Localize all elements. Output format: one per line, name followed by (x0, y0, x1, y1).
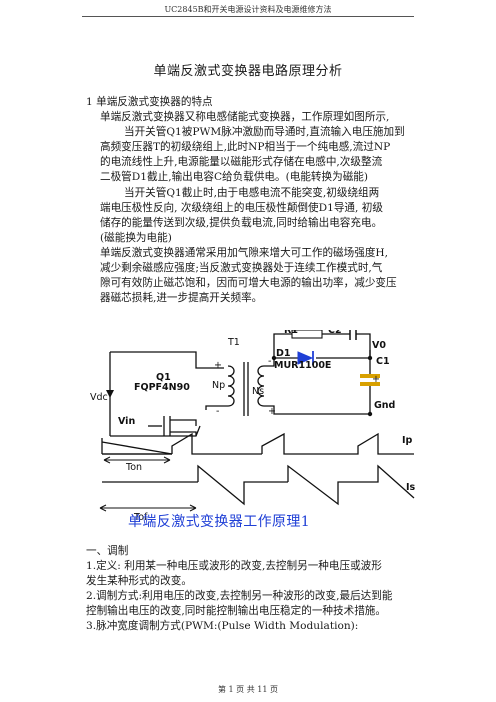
label-plus-primary: + (214, 360, 222, 371)
paragraph-line: 3.脉冲宽度调制方式(PWM:(Pulse Width Modulation): (86, 620, 359, 632)
label-d1: D1 (276, 348, 291, 359)
label-t1: T1 (227, 337, 240, 348)
label-d1-part: MUR1100E (274, 360, 331, 371)
paragraph-line: 二极管D1截止,输出电容C给负载供电。(电能转换为磁能) (100, 171, 369, 183)
toff-arrow (99, 504, 197, 512)
capacitor-c1-icon (360, 374, 380, 386)
label-c2: C2 (328, 330, 342, 336)
label-ton: Ton (125, 462, 142, 473)
paragraph-line: 高频变压器T的初级绕组上,此时NP相当于一个纯电感,流过NP (100, 141, 391, 153)
section2-heading: 一、调制 (86, 545, 129, 557)
label-q1: Q1 (156, 372, 171, 383)
junction-dot (367, 355, 373, 361)
resistor-r1-icon (291, 330, 323, 339)
paragraph-line: 当开关管Q1截止时,由于电感电流不能突变,初级绕组两 (124, 187, 380, 199)
junction-dot (271, 355, 277, 361)
label-v0: V0 (372, 340, 386, 351)
paragraph-line: 隙可有效防止磁芯饱和，因而可增大电源的输出功率，减少变压 (100, 277, 397, 289)
circuit-wires (109, 333, 371, 437)
paragraph-line: 2.调制方式:利用电压的改变,去控制另一种波形的改变,最后达到能 (86, 590, 393, 602)
junction-dot (367, 411, 373, 417)
page-title: 单端反激式变换器电路原理分析 (153, 64, 343, 79)
paragraph-line: (磁能换为电能) (100, 232, 172, 244)
label-vin: Vin (118, 416, 135, 427)
capacitor-c2-icon (349, 330, 357, 340)
paragraph-line: 储存的能量传送到次级,提供负载电流,同时给输出电容充电。 (100, 217, 383, 229)
label-c1-plus: + (372, 374, 380, 385)
label-np: Np (212, 380, 225, 391)
section1-heading: 1 单端反激式变换器的特点 (86, 96, 213, 108)
paragraph-line: 单端反激式变换器通常采用加气隙来增大可工作的磁场强度H, (100, 247, 389, 259)
label-plus-secondary: + (268, 406, 276, 417)
label-minus-primary: - (216, 406, 219, 417)
page-footer: 第 1 页 共 11 页 (218, 685, 278, 694)
waveform-primary-current (101, 432, 414, 455)
header-divider (82, 16, 414, 17)
ton-arrow (103, 456, 171, 464)
label-minus-secondary: - (268, 356, 271, 367)
paragraph-line: 端电压极性反向, 次级绕组上的电压极性颠倒使D1导通, 初级 (100, 202, 383, 214)
paragraph-line: 减少剩余磁感应强度;当反激式变换器处于连续工作模式时,气 (100, 262, 383, 274)
label-vdc: Vdc (90, 392, 108, 403)
label-ip: Ip (402, 435, 413, 446)
label-is: Is (406, 482, 416, 493)
diode-d1-icon (297, 351, 314, 365)
label-r1: R1 (284, 330, 298, 336)
label-c1: C1 (376, 356, 390, 367)
paragraph-line: 当开关管Q1被PWM脉冲激励而导通时,直流输入电压施加到 (124, 126, 405, 138)
label-toff: Tof (133, 512, 148, 523)
label-gnd: Gnd (374, 400, 395, 411)
paragraph-line: 的电流线性上升,电源能量以磁能形式存储在电感中,次级整流 (100, 156, 383, 168)
label-ns: Ns (252, 386, 264, 397)
page-header: UC2845B和开关电源设计资料及电源维修方法 (164, 5, 332, 14)
vdc-arrow-icon (106, 390, 114, 398)
paragraph-line: 器磁芯损耗,进一步提高开关频率。 (100, 292, 263, 304)
paragraph-line: 单端反激式变换器又称电感储能式变换器，工作原理如图所示, (100, 111, 390, 123)
paragraph-line: 1.定义: 利用某一种电压或波形的改变,去控制另一种电压或波形 (86, 560, 382, 572)
figure-caption: 单端反激式变换器工作原理1 (128, 514, 311, 530)
label-q1-part: FQPF4N90 (134, 382, 190, 393)
paragraph-line: 发生某种形式的改变。 (86, 575, 192, 587)
waveform-secondary-current (102, 464, 415, 506)
flyback-circuit-diagram: T1 Np Ns + - - + R1 C2 D1 MUR1100E V0 C1… (90, 330, 416, 523)
paragraph-line: 控制输出电压的改变,同时能控制输出电压稳定的一种技术措施。 (86, 605, 386, 617)
